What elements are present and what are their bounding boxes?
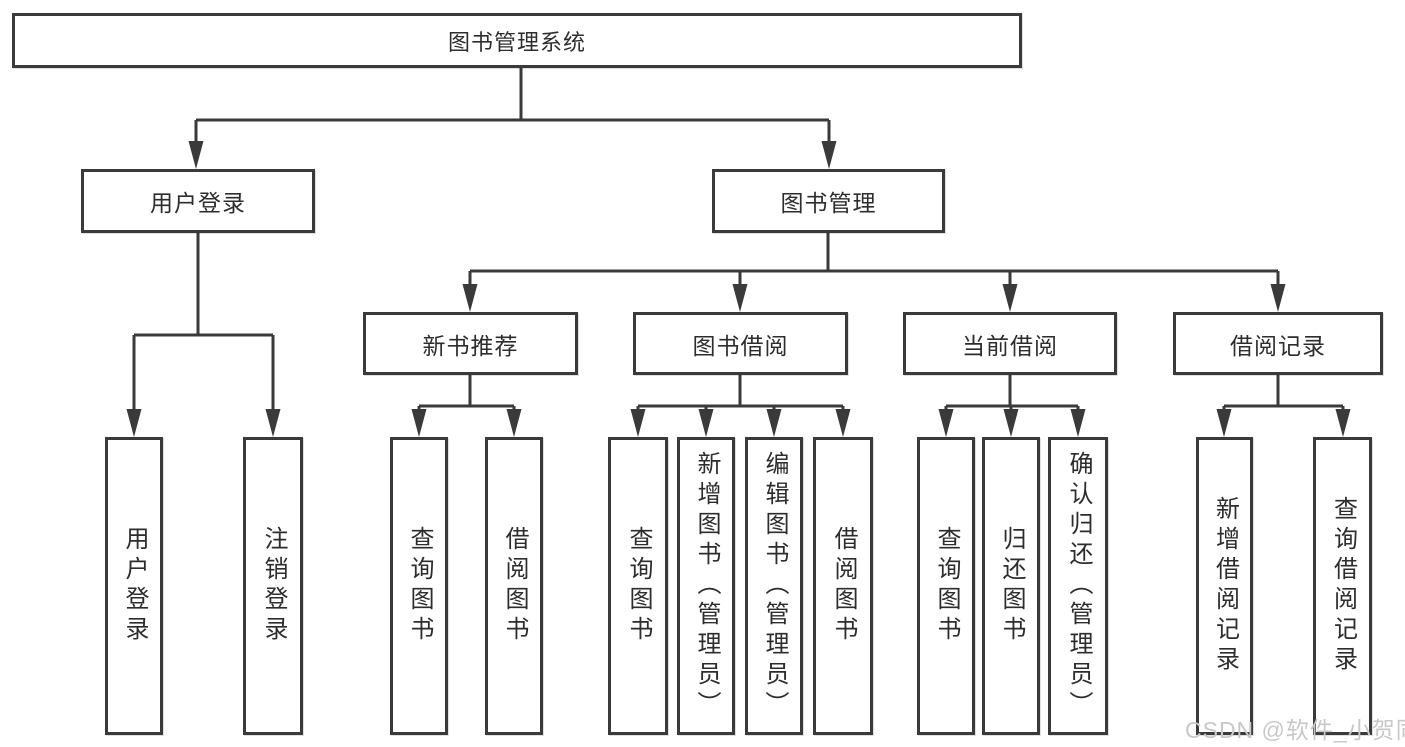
node-book-borrow-label: 图书借阅 — [692, 332, 789, 359]
leaf-confirm-return-admin: 确认归还（管理员） — [1048, 437, 1108, 735]
node-new-book-recommend-label: 新书推荐 — [422, 332, 519, 359]
leaf-query-books-3: 查询图书 — [917, 437, 975, 735]
node-book-management: 图书管理 — [712, 169, 945, 233]
leaf-query-borrow-record-label: 查询借阅记录 — [1329, 496, 1357, 676]
leaf-return-books-label: 归还图书 — [998, 526, 1025, 646]
leaf-query-books-2: 查询图书 — [608, 437, 668, 735]
leaf-add-books-admin-label: 新增图书（管理员） — [693, 451, 720, 721]
node-current-borrow-label: 当前借阅 — [962, 332, 1058, 359]
node-borrow-records: 借阅记录 — [1173, 312, 1383, 375]
leaf-query-books-1-label: 查询图书 — [406, 526, 433, 646]
leaf-add-borrow-record-label: 新增借阅记录 — [1211, 496, 1239, 676]
leaf-borrow-books-1-label: 借阅图书 — [501, 526, 528, 646]
leaf-query-books-2-label: 查询图书 — [625, 526, 652, 646]
leaf-add-borrow-record: 新增借阅记录 — [1196, 437, 1253, 735]
csdn-watermark: CSDN @软件_小贺同学 — [1185, 717, 1405, 743]
leaf-borrow-books-2: 借阅图书 — [813, 437, 873, 735]
node-borrow-records-label: 借阅记录 — [1230, 332, 1326, 359]
leaf-query-books-3-label: 查询图书 — [933, 526, 960, 646]
node-book-borrow: 图书借阅 — [633, 312, 848, 375]
leaf-add-books-admin: 新增图书（管理员） — [677, 437, 735, 735]
leaf-query-books-1: 查询图书 — [390, 437, 448, 735]
leaf-confirm-return-admin-label: 确认归还（管理员） — [1065, 451, 1092, 721]
node-user-login-label: 用户登录 — [150, 190, 246, 216]
node-new-book-recommend: 新书推荐 — [363, 312, 578, 375]
leaf-return-books: 归还图书 — [982, 437, 1040, 735]
leaf-edit-books-admin-label: 编辑图书（管理员） — [761, 451, 788, 721]
leaf-logout: 注销登录 — [243, 437, 303, 735]
node-user-login: 用户登录 — [81, 169, 315, 233]
leaf-query-borrow-record: 查询借阅记录 — [1313, 437, 1372, 735]
node-book-management-label: 图书管理 — [780, 190, 877, 216]
leaf-borrow-books-1: 借阅图书 — [485, 437, 543, 735]
leaf-edit-books-admin: 编辑图书（管理员） — [745, 437, 803, 735]
leaf-user-login-label: 用户登录 — [121, 526, 148, 646]
node-root: 图书管理系统 — [12, 13, 1022, 68]
leaf-user-login: 用户登录 — [105, 437, 163, 735]
node-root-label: 图书管理系统 — [447, 29, 586, 55]
leaf-logout-label: 注销登录 — [260, 526, 287, 646]
node-current-borrow: 当前借阅 — [903, 312, 1117, 375]
leaf-borrow-books-2-label: 借阅图书 — [830, 526, 857, 646]
